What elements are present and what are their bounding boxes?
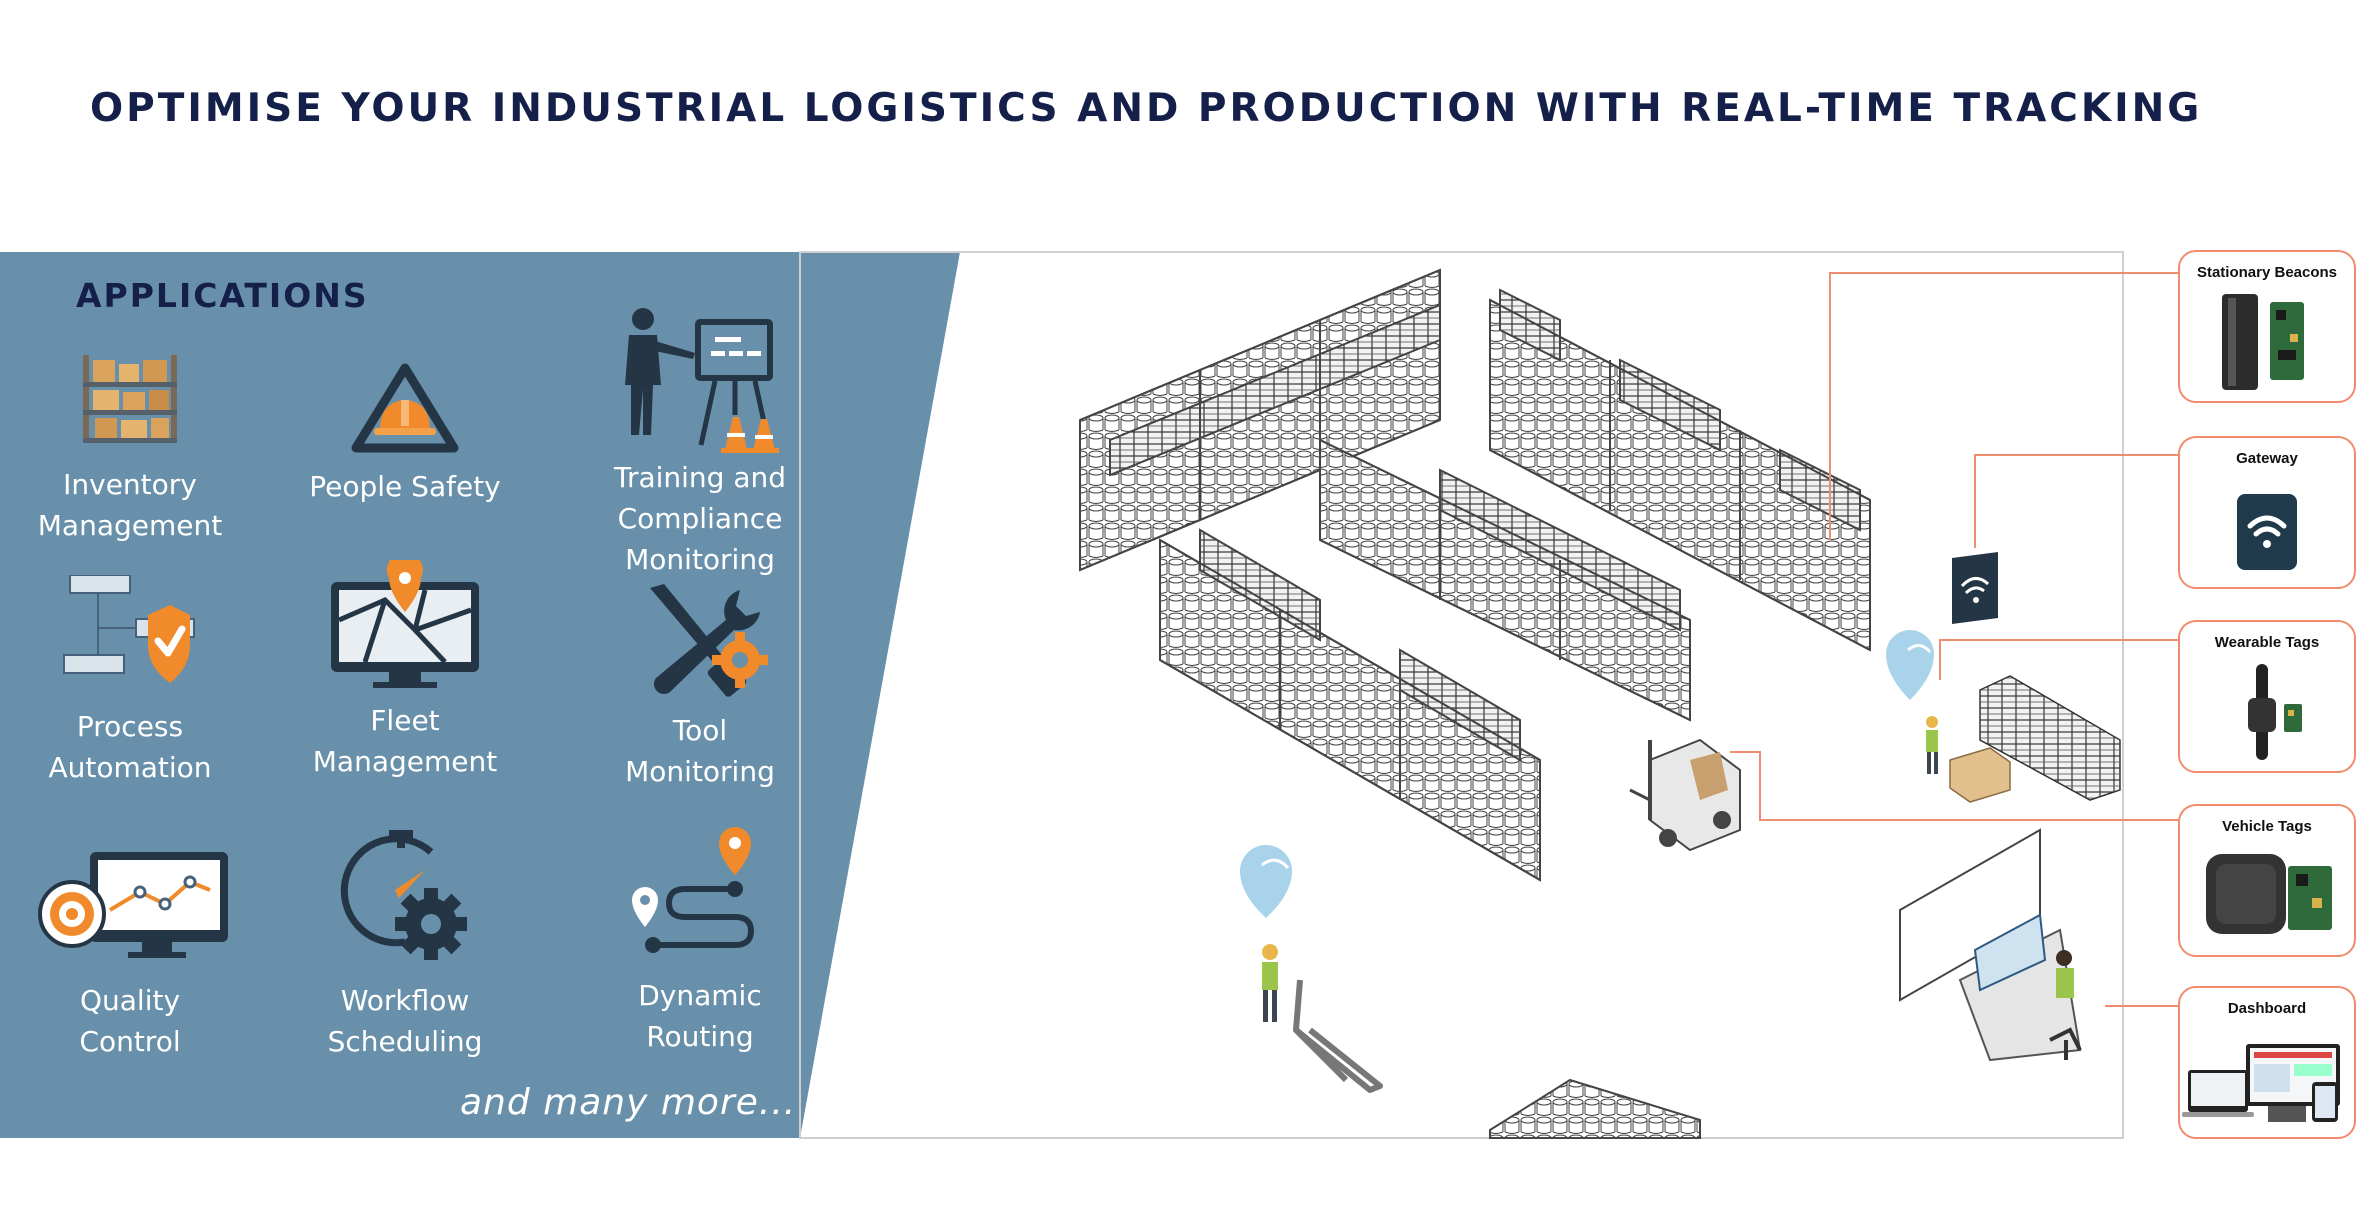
app-label-line2: Management [312,745,498,778]
target-chart-icon [38,852,228,958]
device-card-dashboard[interactable]: Dashboard [2178,986,2356,1139]
device-title: Wearable Tags [2214,634,2320,651]
device-title: Dashboard [2227,1000,2307,1017]
app-process-automation[interactable]: Process Automation [0,575,290,788]
tools-gear-icon [650,584,768,697]
storage-rack [1079,268,1441,572]
worker-with-pallet-jack [1262,944,1383,1093]
device-card-gateway[interactable]: Gateway [2178,436,2356,589]
app-training-compliance[interactable]: Training and Compliance Monitoring [540,305,860,580]
app-label-line1: People Safety [309,470,501,503]
app-fleet-management[interactable]: Fleet Management [245,560,565,782]
applications-heading: APPLICATIONS [76,276,369,315]
location-pin-icon [1886,630,1934,700]
operator-workstation [1899,828,2082,1062]
storage-rack [1159,528,1541,882]
wifi-gateway-icon [2237,494,2297,570]
app-label-line2: Routing [646,1020,754,1053]
app-label-line1: Process [76,710,184,743]
device-card-vehicle-tags[interactable]: Vehicle Tags [2178,804,2356,957]
device-title: Vehicle Tags [2222,818,2312,835]
device-card-stationary-beacons[interactable]: Stationary Beacons [2178,250,2356,403]
app-label-line1: Tool [672,714,728,747]
device-title: Gateway [2236,450,2298,467]
device-connector-lines [1730,272,2178,1007]
app-label-line1: Inventory [63,468,197,501]
map-monitor-icon [331,560,479,688]
route-pins-icon [632,827,755,953]
app-label-line2: Control [79,1025,181,1058]
app-quality-control[interactable]: Quality Control [0,852,290,1062]
device-title: Stationary Beacons [2196,264,2338,281]
app-tool-monitoring[interactable]: Tool Monitoring [540,582,860,792]
hard-hat-warning-icon [351,363,459,453]
app-workflow-scheduling[interactable]: Workflow Scheduling [245,828,565,1062]
app-label-line1: Training and [613,461,787,494]
worker-with-tablet [1926,716,2011,803]
app-label-line1: Dynamic [638,979,762,1012]
location-pin-icon [1240,845,1292,918]
pallet-stack [1979,675,2121,801]
storage-rack [1489,1078,1701,1139]
clock-gear-icon [340,830,467,960]
storage-rack [1319,438,1691,722]
page-title: OPTIMISE YOUR INDUSTRIAL LOGISTICS AND P… [90,86,2203,131]
app-label-line1: Workflow [340,984,470,1017]
and-many-more-text: and many more... [460,1082,797,1123]
process-flow-shield-icon [63,575,195,683]
forklift [1629,738,1741,852]
app-label-line2: Monitoring [625,755,775,788]
storage-rack [1489,288,1871,652]
app-label-line2: Management [37,509,223,542]
app-label-line1: Fleet [370,704,440,737]
app-inventory-management[interactable]: Inventory Management [0,350,290,546]
vehicle-tag-icon [2206,854,2332,934]
app-label-line2: Compliance Monitoring [617,502,783,576]
app-label-line1: Quality [79,984,181,1017]
inventory-shelves-icon [83,355,177,443]
app-dynamic-routing[interactable]: Dynamic Routing [540,825,860,1057]
beacon-device-icon [2222,294,2304,390]
app-label-line2: Automation [48,751,212,784]
dashboard-screens-icon [2182,1044,2340,1122]
app-label-line2: Scheduling [327,1025,483,1058]
app-people-safety[interactable]: People Safety [245,362,565,507]
presenter-board-icon [625,308,779,453]
device-card-wearable-tags[interactable]: Wearable Tags [2178,620,2356,773]
wearable-tag-icon [2248,664,2302,760]
gateway-device [1952,552,1998,624]
